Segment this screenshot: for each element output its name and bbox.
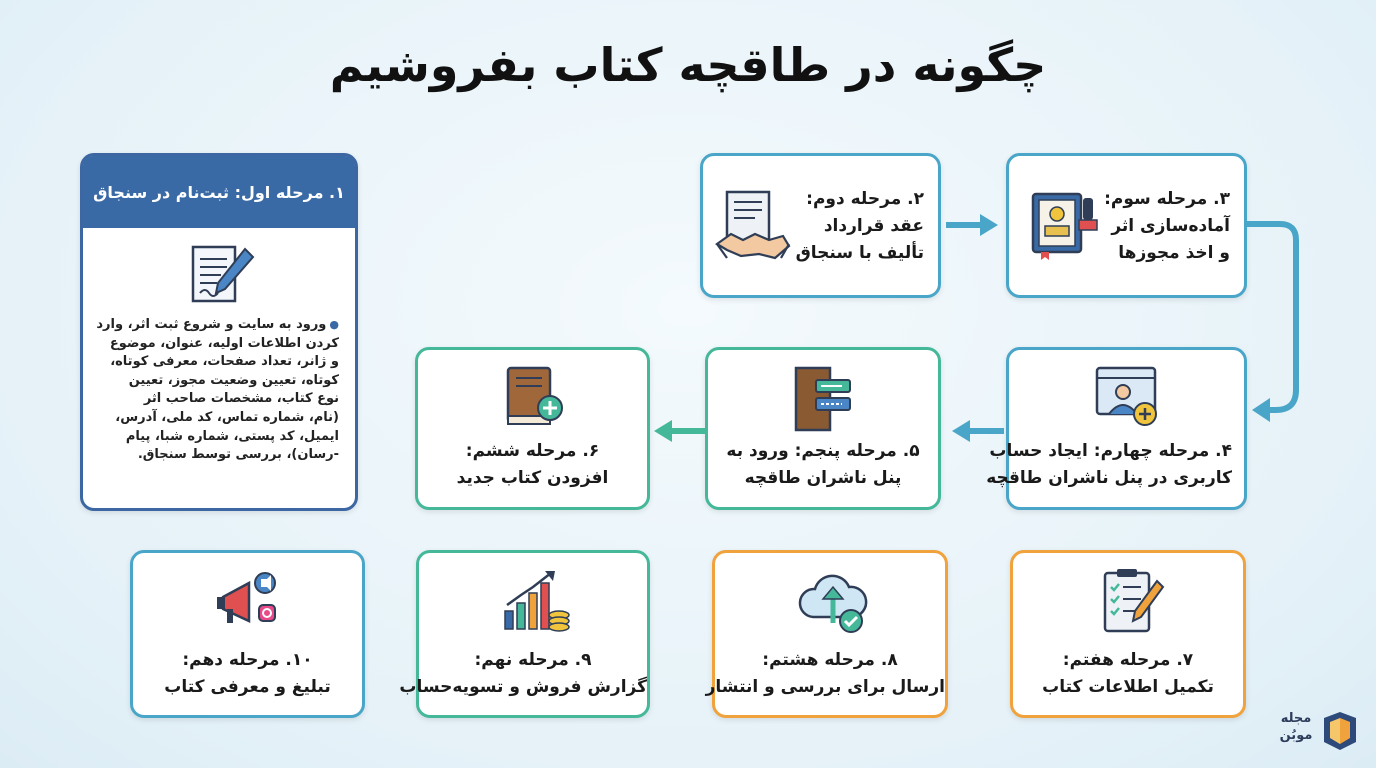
step3-line: ۳. مرحله سوم: [1104,189,1230,209]
step5-line: ۵. مرحله پنجم: ورود به [726,441,920,461]
step2-text: ۲. مرحله دوم: عقد قرارداد تألیف با سنجاق [796,186,924,267]
step7-line: ۷. مرحله هفتم: [1062,650,1194,670]
logo-text: مجله موبُن [1276,710,1316,744]
contract-handshake-icon [714,190,791,260]
door-login-icon [794,366,851,432]
step5-card: ۵. مرحله پنجم: ورود به پنل ناشران طاقچه [705,347,941,510]
step4-line: ۴. مرحله چهارم: ایجاد حساب [989,441,1232,461]
book-add-icon [506,366,563,425]
logo-line: موبُن [1279,728,1313,743]
step4-line: کاربری در پنل ناشران طاقچه [986,468,1232,488]
logo-book-icon [1324,712,1356,750]
step1-line: نوع کتاب، مشخصات صاحب اثر [143,391,339,407]
clipboard-checklist-icon [1103,569,1165,633]
step3-text: ۳. مرحله سوم: آماده‌سازی اثر و اخذ مجوزه… [1104,186,1230,267]
step9-card: ۹. مرحله نهم: گزارش فروش و تسویه‌حساب [399,550,650,718]
arrow-left-icon [952,420,1004,442]
step1-header: ۱. مرحله اول: ثبت‌نام در سنجاق [83,156,355,228]
step8-line: ارسال برای بررسی و انتشار [705,677,945,697]
step1-card: ۱. مرحله اول: ثبت‌نام در سنجاق ●ورود به … [80,153,358,511]
step9-line: ۹. مرحله نهم: [474,650,592,670]
step1-line: ورود به سایت و شروع ثبت اثر، وارد [96,317,327,332]
step6-line: افزودن کتاب جدید [456,468,609,488]
step1-body: ●ورود به سایت و شروع ثبت اثر، وارد کردن … [96,316,339,465]
step10-line: تبلیغ و معرفی کتاب [164,677,331,697]
step1-line: کردن اطلاعات اولیه، عنوان، موضوع [109,335,339,351]
step4-card: ۴. مرحله چهارم: ایجاد حساب کاربری در پنل… [986,347,1247,510]
step9-line: گزارش فروش و تسویه‌حساب [399,677,647,697]
arrow-left-icon [654,420,706,442]
page-title: چگونه در طاقچه کتاب بفروشیم [329,38,1047,92]
step3-line: و اخذ مجوزها [1118,243,1230,263]
arrow-curve-icon [1246,221,1299,422]
step1-line: -رسان)، بررسی توسط سنجاق. [137,447,339,463]
step8-line: ۸. مرحله هشتم: [762,650,898,670]
cloud-upload-icon [798,574,868,633]
step10-line: ۱۰. مرحله دهم: [182,650,313,670]
step7-card: ۷. مرحله هفتم: تکمیل اطلاعات کتاب [1010,550,1246,718]
step7-text: ۷. مرحله هفتم: تکمیل اطلاعات کتاب [1013,647,1243,701]
step2-line: تألیف با سنجاق [795,243,924,263]
step6-card: ۶. مرحله ششم: افزودن کتاب جدید [415,347,650,510]
step2-card: ۲. مرحله دوم: عقد قرارداد تألیف با سنجاق [700,153,941,298]
bullet-icon: ● [329,318,339,331]
step1-line: کوتاه، تعیین وضعیت مجوز، تعیین [128,372,339,388]
step1-line: (نام، شماره تماس، کد ملی، آدرس، [115,409,339,425]
step1-line: و ژانر، تعداد صفحات، معرفی کوتاه، [110,354,339,370]
step3-card: ۳. مرحله سوم: آماده‌سازی اثر و اخذ مجوزه… [1006,153,1247,298]
step5-line: پنل ناشران طاقچه [744,468,902,488]
step10-text: ۱۰. مرحله دهم: تبلیغ و معرفی کتاب [133,647,362,701]
step2-line: ۲. مرحله دوم: [806,189,924,209]
arrow-right-icon [946,214,998,236]
step1-line: ایمیل، کد پستی، شماره شبا، پیام [125,428,339,444]
step8-text: ۸. مرحله هشتم: ارسال برای بررسی و انتشار [705,647,945,701]
step9-text: ۹. مرحله نهم: گزارش فروش و تسویه‌حساب [399,647,647,701]
step4-text: ۴. مرحله چهارم: ایجاد حساب کاربری در پنل… [986,438,1232,492]
megaphone-icon [217,572,276,623]
step8-card: ۸. مرحله هشتم: ارسال برای بررسی و انتشار [705,550,948,718]
brand-logo: مجله موبُن [1276,706,1362,754]
step6-text: ۶. مرحله ششم: افزودن کتاب جدید [418,438,647,492]
growth-chart-icon [504,571,570,632]
user-add-icon [1095,366,1157,426]
book-stamp-icon [1031,192,1098,260]
step6-line: ۶. مرحله ششم: [465,441,600,461]
step3-line: آماده‌سازی اثر [1111,216,1230,236]
step5-text: ۵. مرحله پنجم: ورود به پنل ناشران طاقچه [708,438,938,492]
step10-card: ۱۰. مرحله دهم: تبلیغ و معرفی کتاب [130,550,365,718]
document-pen-icon [191,245,255,303]
step2-line: عقد قرارداد [823,216,924,236]
logo-line: مجله [1280,711,1312,726]
step7-line: تکمیل اطلاعات کتاب [1042,677,1214,697]
